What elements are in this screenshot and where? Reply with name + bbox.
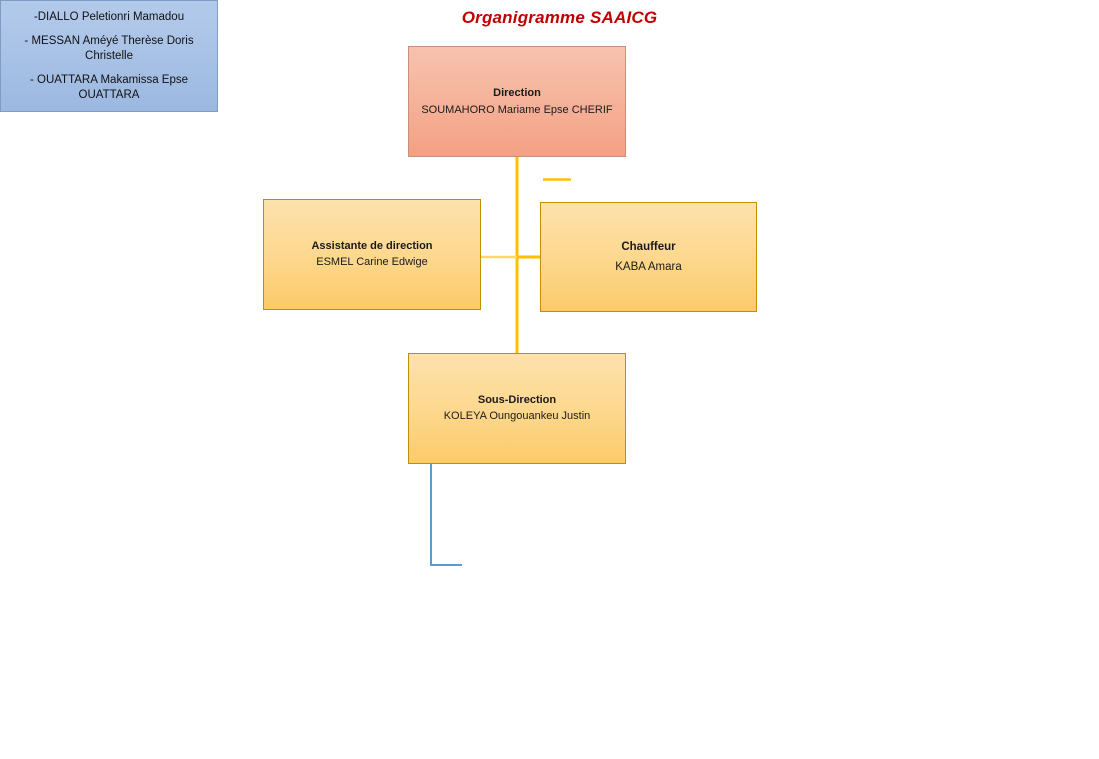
node-sous-direction[interactable]: Sous-Direction KOLEYA Oungouankeu Justin <box>408 353 626 464</box>
page-title-text: Organigramme SAAICG <box>461 8 658 27</box>
node-assistante-role: Assistante de direction <box>311 240 433 252</box>
node-chauffeur-role: Chauffeur <box>621 240 676 253</box>
page-title: Organigramme SAAICG <box>0 8 1099 28</box>
team-member: - OUATTARA Makamissa Epse OUATTARA <box>29 74 189 101</box>
node-chauffeur-person: KABA Amara <box>615 260 682 273</box>
node-assistante-person: ESMEL Carine Edwige <box>316 256 428 268</box>
node-direction-person: SOUMAHORO Mariame Epse CHERIF <box>421 103 613 116</box>
team-member: - MESSAN Améyé Therèse Doris Christelle <box>24 35 194 62</box>
node-sous-direction-person: KOLEYA Oungouankeu Justin <box>443 410 591 422</box>
node-assistante-de-direction[interactable]: Assistante de direction ESMEL Carine Edw… <box>263 199 481 310</box>
connector-sousdirection-to-team <box>430 464 462 566</box>
node-direction[interactable]: Direction SOUMAHORO Mariame Epse CHERIF <box>408 46 626 157</box>
node-sous-direction-role: Sous-Direction <box>477 394 557 406</box>
node-team-members[interactable]: -DIALLO Peletionri Mamadou - MESSAN Améy… <box>0 0 218 112</box>
node-chauffeur[interactable]: Chauffeur KABA Amara <box>540 202 757 312</box>
team-member: -DIALLO Peletionri Mamadou <box>33 10 185 23</box>
node-direction-role: Direction <box>493 86 541 99</box>
